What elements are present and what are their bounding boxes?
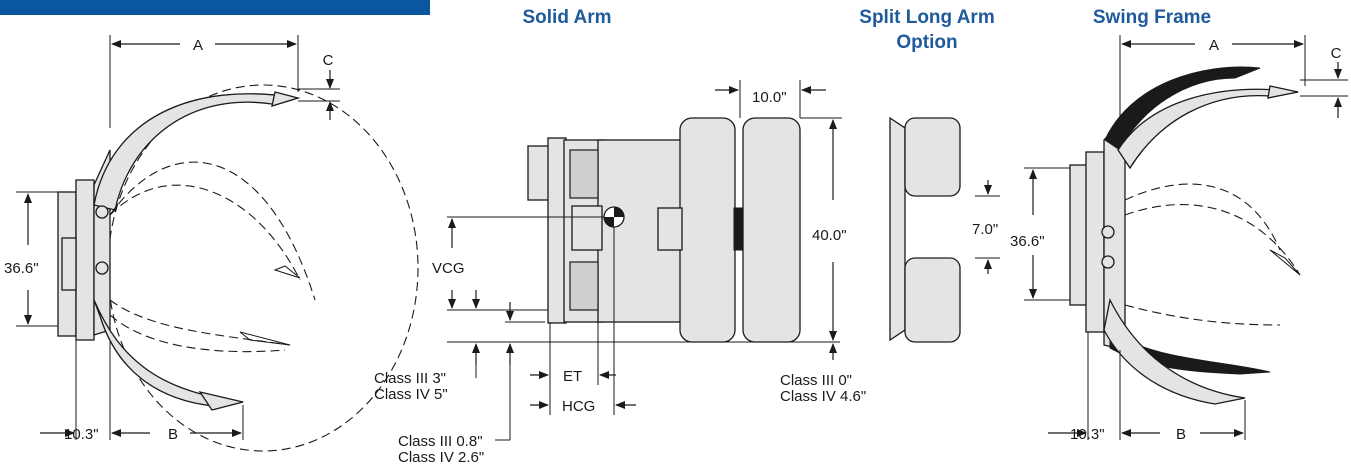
split-arm-drawing <box>889 116 961 343</box>
heading-solid-arm: Solid Arm <box>522 7 611 28</box>
solid-arm-drawing <box>527 117 801 343</box>
right-dim-c: C <box>1331 45 1342 62</box>
left-offset-label: 10.3" <box>64 426 99 443</box>
right-offset-label: 10.3" <box>1070 426 1105 443</box>
solid-arm-dimensions: 10.0" 40.0" VCG Class III 3" Class IV 5"… <box>374 80 866 466</box>
class-b-line1: Class III 0.8" <box>398 433 483 450</box>
class-c-line2: Class IV 4.6" <box>780 388 866 405</box>
vcg-label: VCG <box>432 260 465 277</box>
height-40-label: 40.0" <box>812 227 847 244</box>
heading-swing-frame: Swing Frame <box>1093 7 1211 28</box>
hcg-label: HCG <box>562 398 595 415</box>
right-height-label: 36.6" <box>1010 233 1045 250</box>
swing-frame-dimensions: A C 36.6" 10.3" B <box>1010 35 1348 443</box>
heading-option: Option <box>896 32 957 53</box>
class-b-line2: Class IV 2.6" <box>398 449 484 466</box>
swing-frame-drawing <box>1069 66 1301 405</box>
left-dim-a: A <box>193 37 203 54</box>
heading-split-long-arm: Split Long Arm <box>859 7 994 28</box>
class-c-line1: Class III 0" <box>780 372 852 389</box>
top-width-label: 10.0" <box>752 89 787 106</box>
split-gap-label: 7.0" <box>972 221 998 238</box>
left-view-drawing <box>57 84 419 452</box>
class-a-line1: Class III 3" <box>374 370 446 387</box>
class-a-line2: Class IV 5" <box>374 386 448 403</box>
left-dim-b: B <box>168 426 178 443</box>
header-banner <box>0 0 430 15</box>
et-label: ET <box>563 368 582 385</box>
left-height-label: 36.6" <box>4 260 39 277</box>
left-view-dimensions: A C 36.6" 10.3" B <box>4 35 340 443</box>
right-dim-a: A <box>1209 37 1219 54</box>
right-dim-b: B <box>1176 426 1186 443</box>
left-dim-c: C <box>323 52 334 69</box>
split-arm-dimensions: 7.0" <box>972 180 1000 274</box>
